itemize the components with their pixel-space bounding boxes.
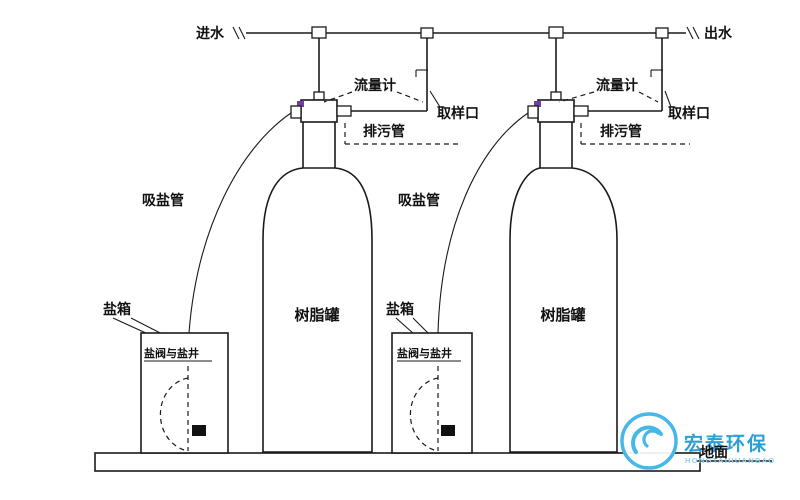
valve-left-port <box>527 105 539 119</box>
salt-box <box>140 332 229 454</box>
valve-indicator <box>297 101 304 107</box>
flow-meter-label: 流量计 <box>596 77 638 93</box>
inlet-label: 进水 <box>196 25 225 41</box>
leader-line <box>429 90 441 108</box>
drain-pipe-label: 排污管 <box>600 123 642 139</box>
valve-right-port <box>573 105 589 117</box>
leader-line <box>395 317 415 335</box>
resin-tank-label: 树脂罐 <box>540 306 585 324</box>
leader-line <box>664 90 672 108</box>
logo-name: 宏泰环保 <box>684 432 768 455</box>
salt-valve-well-label: 盐阀与盐井 <box>397 346 452 360</box>
ground-label: 地面 <box>700 444 728 460</box>
salt-box-label: 盐箱 <box>386 301 414 317</box>
logo-swirl-icon <box>631 425 663 454</box>
leader-line <box>638 91 659 103</box>
valve-right-port <box>336 105 352 117</box>
pipe-tee-fitting <box>311 26 327 39</box>
pipe-fitting <box>655 27 669 39</box>
pipe-flange <box>313 91 325 101</box>
pipe-break-icon <box>686 26 694 40</box>
salt-valve-block <box>192 425 206 436</box>
salt-suction-pipe <box>437 112 529 334</box>
salt-well-arc <box>159 377 189 452</box>
pipe-break-icon <box>232 26 240 40</box>
header-piping: 进水 出水 <box>196 25 733 41</box>
drain-pipe-label: 排污管 <box>363 123 405 139</box>
softener-unit-1: 树脂罐 流量计 取样口 排污管 吸盐管 盐箱 盐阀与盐井 <box>103 38 479 454</box>
salt-valve-block <box>441 425 455 436</box>
pipe-break-icon <box>238 26 246 40</box>
resin-tank-label: 树脂罐 <box>294 306 339 324</box>
salt-well-arc <box>409 377 439 452</box>
salt-box <box>391 332 473 454</box>
leader-line <box>396 91 424 103</box>
outlet-label: 出水 <box>704 25 733 41</box>
sampling-port-label: 取样口 <box>437 105 479 121</box>
sampling-port-label: 取样口 <box>668 105 710 121</box>
logo-ring-icon <box>620 412 678 470</box>
logo: 宏泰环保 HONGTAIHUANBAO <box>620 412 776 470</box>
control-valve <box>300 99 338 123</box>
logo-swirl-icon <box>642 429 660 448</box>
salt-valve-well-label: 盐阀与盐井 <box>144 346 199 360</box>
control-valve <box>537 99 575 123</box>
logo-pinyin: HONGTAIHUANBAO <box>685 456 776 465</box>
valve-left-port <box>290 105 302 119</box>
leader-line <box>558 91 595 103</box>
pipe-break-icon <box>692 26 700 40</box>
resin-tank-body <box>509 167 618 453</box>
base-platform <box>94 452 701 472</box>
softener-unit-2: 树脂罐 流量计 取样口 排污管 吸盐管 盐箱 盐阀与盐井 <box>386 38 710 454</box>
salt-suction-label: 吸盐管 <box>142 192 184 208</box>
salt-suction-label: 吸盐管 <box>398 192 440 208</box>
leader-line <box>112 317 149 335</box>
leader-line <box>323 91 353 103</box>
flow-meter-label: 流量计 <box>354 77 396 93</box>
pipe-tee-fitting <box>548 26 564 39</box>
salt-suction-pipe <box>188 112 292 334</box>
pipe-flange <box>550 91 562 101</box>
valve-indicator <box>534 101 541 107</box>
pipe-fitting <box>420 27 434 39</box>
salt-box-label: 盐箱 <box>103 301 131 317</box>
